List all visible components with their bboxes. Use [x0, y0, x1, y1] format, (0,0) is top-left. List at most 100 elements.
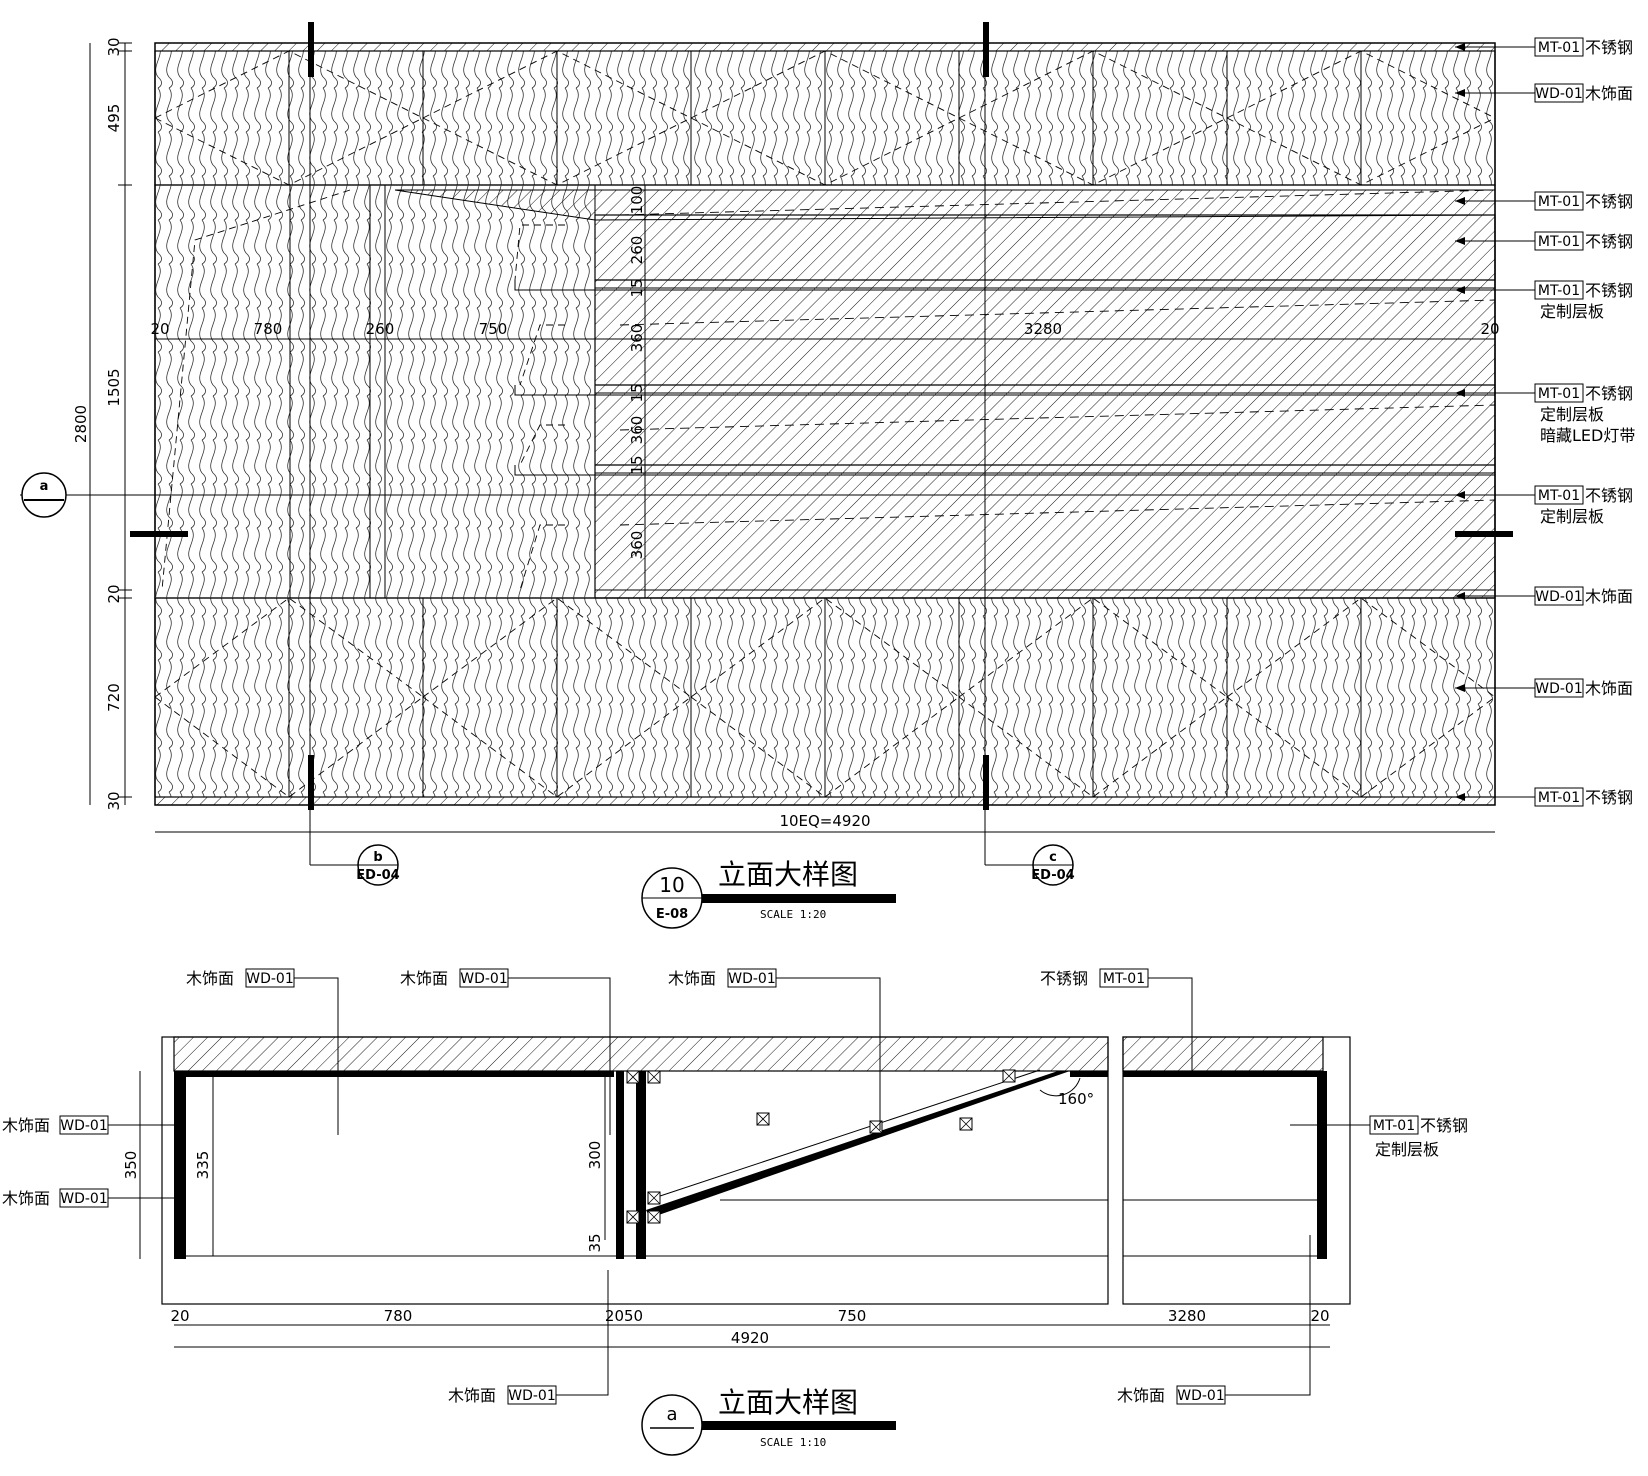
- material-code: WD-01: [246, 971, 294, 987]
- opening-line: [422, 597, 692, 698]
- left-wood-panel: [174, 1071, 186, 1259]
- wall-hatch-right: [1122, 1036, 1324, 1072]
- section-dim-label: 300: [586, 1141, 604, 1170]
- leader-line: [508, 977, 611, 1135]
- section-ref-b: ED-04: [356, 868, 399, 883]
- width-dim-label: 20: [150, 320, 169, 338]
- shelf-edge: [514, 385, 1495, 396]
- width-dim-label: 3280: [1024, 320, 1062, 338]
- material-code-box: [1369, 1115, 1419, 1135]
- section-title-block: a 立面大样图 SCALE 1:10: [641, 1386, 896, 1456]
- shelf-dashed: [519, 324, 565, 386]
- opening-line: [958, 50, 1228, 119]
- height-dim-label: 30: [105, 791, 123, 810]
- section-material-name: 木饰面: [448, 1386, 496, 1405]
- blocking-cross: [756, 1112, 770, 1126]
- leader-arrow: [1455, 793, 1465, 801]
- height-dim-label: 720: [105, 683, 123, 712]
- opening-line: [154, 50, 424, 119]
- blocking-cross: [626, 1070, 640, 1084]
- material-code: MT-01: [1538, 40, 1580, 56]
- material-name: 不锈钢: [1585, 281, 1633, 300]
- leader-arrow: [1455, 89, 1465, 97]
- opening-line: [958, 117, 1228, 186]
- divider-panel-b: [636, 1071, 646, 1259]
- bottom-dim-label: 10EQ=4920: [779, 812, 870, 830]
- shelf-dim-label: 15: [628, 455, 646, 474]
- section-letter-a: a: [40, 479, 49, 494]
- section-material-name: 木饰面: [2, 1116, 50, 1135]
- shelf-dim-label: 100: [628, 186, 646, 215]
- section-material-name: 木饰面: [1117, 1386, 1165, 1405]
- material-note: 定制层板: [1540, 302, 1604, 321]
- title-letter: a: [666, 1404, 677, 1425]
- material-note: 暗藏LED灯带: [1540, 426, 1635, 445]
- width-dim-label: 750: [479, 320, 508, 338]
- section-letter-c: c: [1049, 850, 1057, 865]
- shelf-dashed: [619, 299, 1496, 326]
- section-width-label: 780: [384, 1307, 413, 1325]
- shelf-dashed: [514, 224, 565, 281]
- section-frame-right: [1122, 1036, 1351, 1305]
- cut-marker: [983, 22, 989, 77]
- opening-line: [422, 696, 692, 798]
- material-code: MT-01: [1538, 386, 1580, 402]
- leader-line: [776, 977, 881, 1130]
- shelf-dim-label: 15: [628, 278, 646, 297]
- section-width-label: 750: [838, 1307, 867, 1325]
- leader-line: [294, 977, 339, 1135]
- section-material-name: 木饰面: [668, 969, 716, 988]
- opening-line: [1226, 597, 1496, 698]
- opening-line: [154, 117, 424, 186]
- leader-arrow: [1455, 592, 1465, 600]
- sloped-panel: [646, 1071, 1070, 1218]
- blocking-cross: [647, 1191, 661, 1205]
- material-code-box: [1534, 191, 1584, 211]
- material-note: 定制层板: [1540, 507, 1604, 526]
- opening-line: [690, 597, 960, 698]
- shelf-edge: [514, 465, 1495, 476]
- section-width-label: 20: [170, 1307, 189, 1325]
- material-name: 木饰面: [1585, 679, 1633, 698]
- leader-arrow: [1455, 684, 1465, 692]
- section-dim-label: 335: [194, 1151, 212, 1180]
- opening-line: [958, 597, 1228, 698]
- title-name: 立面大样图: [718, 858, 858, 891]
- material-name: 不锈钢: [1585, 192, 1633, 211]
- material-name: 不锈钢: [1585, 232, 1633, 251]
- opening-line: [958, 696, 1228, 798]
- top-steel-edge: [1070, 1071, 1108, 1077]
- section-mark-c: c ED-04: [984, 22, 1075, 886]
- title-scale: SCALE 1:20: [760, 908, 826, 921]
- material-code-box: [1534, 678, 1584, 698]
- title-number: 10: [659, 873, 684, 897]
- height-dim-label: 20: [105, 584, 123, 603]
- divider-panel-a: [616, 1071, 624, 1259]
- material-code-box: [1534, 586, 1584, 606]
- material-name: 木饰面: [1585, 84, 1633, 103]
- cut-marker: [983, 755, 989, 810]
- material-code: WD-01: [1535, 589, 1583, 605]
- section-dim-label: 35: [586, 1233, 604, 1252]
- opening-line: [1226, 117, 1496, 186]
- shelf-dim-label: 360: [628, 531, 646, 560]
- cut-marker: [308, 22, 314, 77]
- material-name: 不锈钢: [1585, 486, 1633, 505]
- wall-hatch-left: [173, 1036, 1109, 1072]
- material-code: MT-01: [1538, 234, 1580, 250]
- angle-label: 160°: [1058, 1090, 1094, 1108]
- section-width-label: 20: [1310, 1307, 1329, 1325]
- blocking-cross: [959, 1117, 973, 1131]
- material-name: 不锈钢: [1585, 384, 1633, 403]
- section-material-note: 定制层板: [1375, 1140, 1439, 1159]
- leader-arrow: [1455, 389, 1465, 397]
- material-code: WD-01: [60, 1118, 108, 1134]
- material-note: 定制层板: [1540, 405, 1604, 424]
- material-code: MT-01: [1373, 1118, 1415, 1134]
- elevation-title-block: 10 E-08 立面大样图 SCALE 1:20: [641, 858, 896, 929]
